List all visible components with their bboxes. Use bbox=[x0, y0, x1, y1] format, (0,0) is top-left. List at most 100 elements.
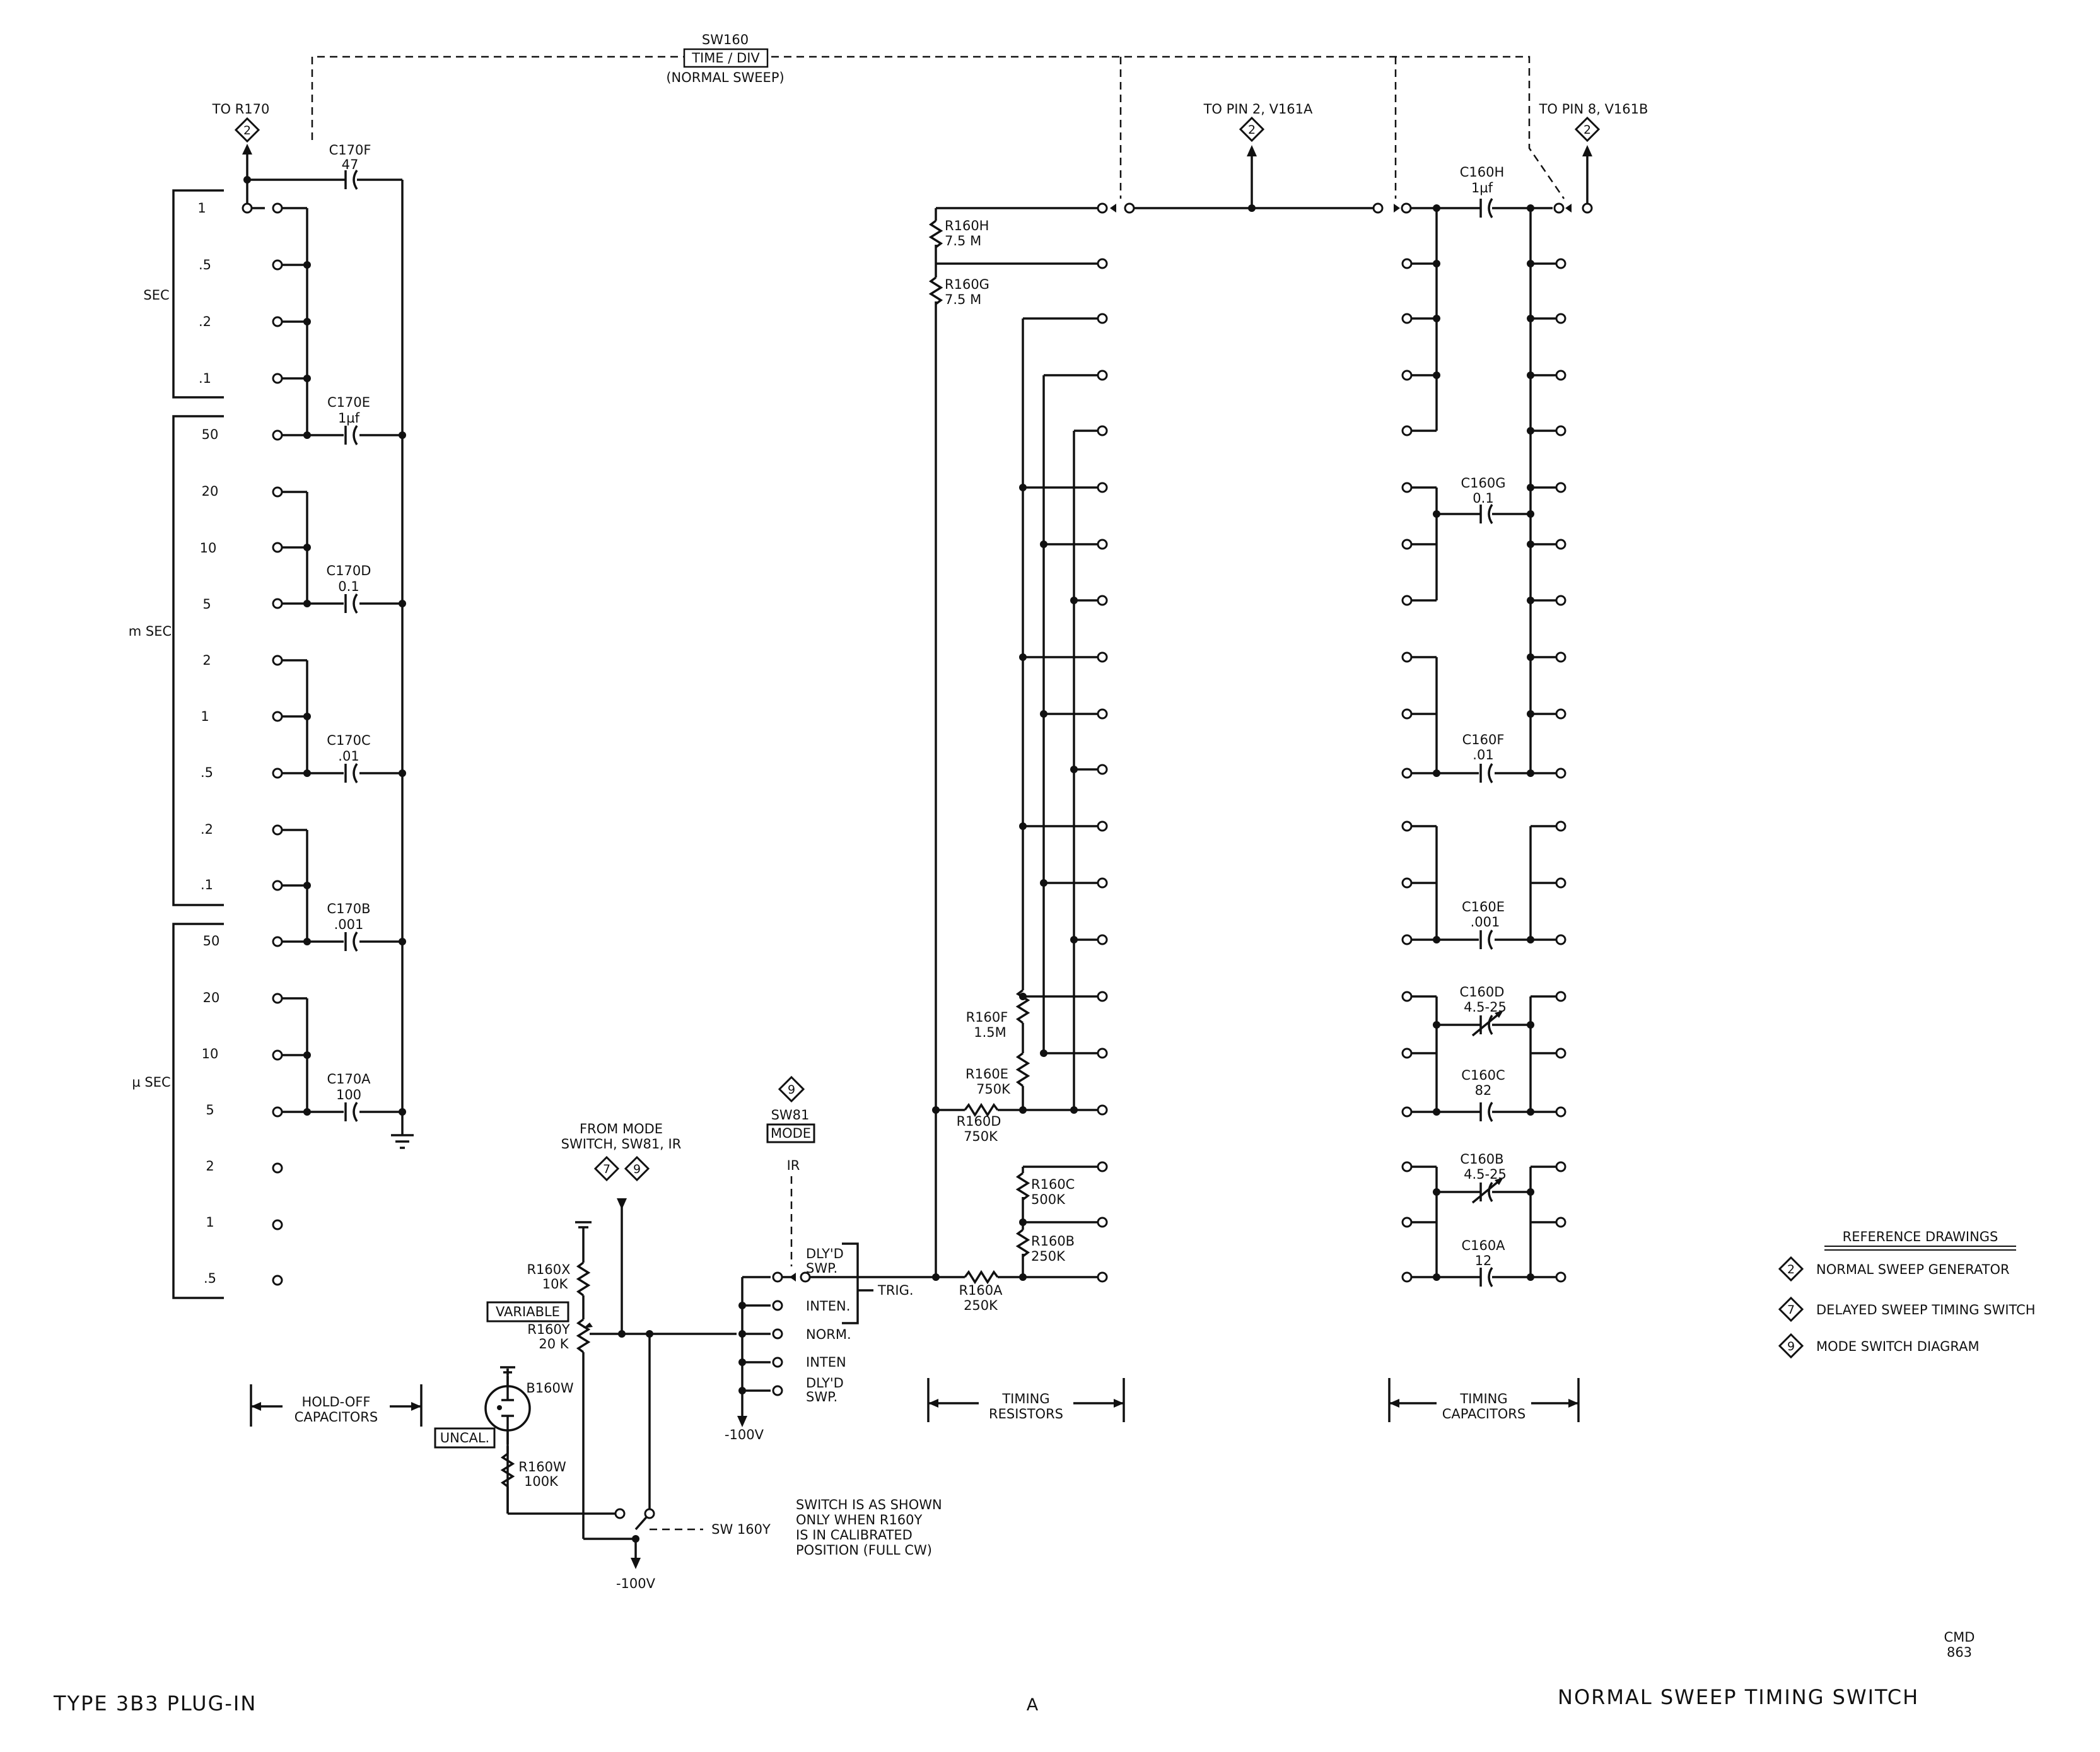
dial-position: 1 bbox=[201, 709, 209, 724]
resistors-section-label-2: RESISTORS bbox=[989, 1406, 1063, 1422]
connector-pin8-ref: 2 bbox=[1584, 123, 1591, 137]
dial-position: 2 bbox=[206, 1159, 214, 1174]
holdoff-section-bracket bbox=[250, 1384, 423, 1427]
footer-left: TYPE 3B3 PLUG-IN bbox=[53, 1691, 257, 1715]
dial-position: 10 bbox=[202, 1046, 219, 1061]
reference-text-1: NORMAL SWEEP GENERATOR bbox=[1816, 1262, 2010, 1277]
r160g-value: 7.5 M bbox=[945, 292, 981, 307]
mode-option-inten-2: INTEN bbox=[806, 1355, 846, 1370]
reference-diamond-3 bbox=[1778, 1333, 1804, 1359]
cap-c170d-value: 0.1 bbox=[338, 579, 359, 594]
r160x-name: R160X bbox=[527, 1262, 570, 1277]
dial-position: .5 bbox=[201, 765, 213, 780]
cap-c170a-value: 100 bbox=[336, 1087, 361, 1102]
connector-r170-label: TO R170 bbox=[212, 102, 270, 117]
c160d-name: C160D bbox=[1460, 984, 1505, 1000]
c160c-name: C160C bbox=[1461, 1068, 1505, 1083]
mode-neg100: -100V bbox=[725, 1427, 764, 1442]
connector-pin8-diamond bbox=[1574, 116, 1601, 143]
footer-right: NORMAL SWEEP TIMING SWITCH bbox=[1558, 1685, 1919, 1709]
drawing-code-1: CMD bbox=[1944, 1630, 1975, 1645]
uncal-label-box bbox=[434, 1427, 496, 1449]
holdoff-section-label-2: CAPACITORS bbox=[295, 1410, 378, 1425]
c160f-value: .01 bbox=[1473, 747, 1493, 762]
dial-position: 20 bbox=[202, 484, 219, 499]
c160h-value: 1µf bbox=[1471, 180, 1493, 196]
from-mode-ref-1: 7 bbox=[603, 1162, 610, 1176]
cap-c170b-value: .001 bbox=[334, 917, 364, 932]
top-bus-terminals bbox=[1248, 202, 1593, 214]
r160y-name: R160Y bbox=[527, 1322, 570, 1337]
c160g-value: 0.1 bbox=[1473, 491, 1493, 506]
capacitors-section-label-1: TIMING bbox=[1459, 1391, 1507, 1406]
reference-text-2: DELAYED SWEEP TIMING SWITCH bbox=[1816, 1302, 2036, 1317]
dial-position: 20 bbox=[203, 990, 220, 1005]
c160f-name: C160F bbox=[1462, 732, 1505, 747]
switch-label: TIME / DIV bbox=[691, 50, 760, 66]
connector-pin2-label: TO PIN 2, V161A bbox=[1203, 102, 1313, 117]
arrow-from-mode bbox=[617, 1198, 627, 1210]
b160w-label: B160W bbox=[526, 1381, 573, 1396]
from-mode-label-1: FROM MODE bbox=[580, 1121, 663, 1136]
holdoff-terminals bbox=[242, 176, 406, 1286]
cap-c170f-value: 47 bbox=[342, 157, 359, 172]
c160e-value: .001 bbox=[1471, 914, 1500, 930]
cap-c170f-name: C170F bbox=[329, 143, 371, 158]
reference-text-3: MODE SWITCH DIAGRAM bbox=[1816, 1339, 1980, 1354]
r160y-value: 20 K bbox=[539, 1336, 569, 1352]
switch-note-1: SWITCH IS AS SHOWN bbox=[796, 1497, 942, 1512]
timing-capacitor-right-stubs bbox=[1531, 262, 1556, 1278]
switch-gang-line bbox=[311, 48, 1565, 199]
switch-name: SW160 bbox=[702, 32, 749, 47]
mode-option-dlyd-2: DLY'D bbox=[806, 1375, 844, 1391]
c160b-name: C160B bbox=[1460, 1152, 1503, 1167]
b160w-lamp bbox=[484, 1376, 531, 1444]
pot-wiper-arrow bbox=[583, 1323, 593, 1328]
c160c-value: 82 bbox=[1475, 1083, 1492, 1098]
dial-position: .2 bbox=[201, 822, 213, 837]
dial-position: 2 bbox=[202, 653, 211, 668]
from-mode-ref-2: 9 bbox=[633, 1162, 641, 1176]
from-mode-ref-diamond-2 bbox=[624, 1155, 650, 1182]
timing-cap-wiper-arrow-1 bbox=[1394, 204, 1400, 213]
resistors-section-label-1: TIMING bbox=[1001, 1391, 1049, 1406]
variable-label: VARIABLE bbox=[496, 1304, 560, 1319]
mode-option-swp-2: SWP. bbox=[806, 1389, 837, 1405]
mode-option-norm: NORM. bbox=[806, 1327, 851, 1342]
r160a-value: 250K bbox=[964, 1298, 998, 1313]
r160w-name: R160W bbox=[518, 1459, 566, 1475]
r160d-name: R160D bbox=[957, 1114, 1001, 1129]
dial-position: 50 bbox=[203, 933, 220, 949]
cap-c170c-value: .01 bbox=[338, 749, 359, 764]
connector-r170-diamond bbox=[234, 117, 260, 143]
r160b-name: R160B bbox=[1031, 1234, 1075, 1249]
mode-option-dlyd-1: DLY'D bbox=[806, 1246, 844, 1261]
cap-c170e-name: C170E bbox=[327, 395, 370, 410]
r160h-value: 7.5 M bbox=[945, 233, 981, 248]
mode-option-swp-1: SWP. bbox=[806, 1261, 837, 1276]
dial-position: 5 bbox=[202, 597, 211, 612]
reference-diamond-1 bbox=[1778, 1256, 1804, 1282]
cap-c170c-name: C170C bbox=[327, 733, 370, 748]
reference-title: REFERENCE DRAWINGS bbox=[1843, 1229, 1998, 1244]
timing-capacitor-symbols bbox=[1471, 504, 1503, 1287]
holdoff-stubs bbox=[283, 264, 307, 1113]
c160b-value: 4.5-25 bbox=[1464, 1167, 1507, 1182]
capacitors-section-bracket bbox=[1388, 1378, 1580, 1422]
cap-c170a-name: C170A bbox=[327, 1072, 371, 1087]
dial-position-labels: 1 .5 .2 .1 50 20 10 5 2 1 .5 .2 .1 50 20… bbox=[197, 201, 219, 1286]
cap-c170e-value: 1µf bbox=[338, 411, 360, 426]
c160a-value: 12 bbox=[1475, 1253, 1492, 1268]
dial-position: .2 bbox=[199, 314, 211, 329]
dial-position: .5 bbox=[199, 257, 211, 272]
r160b-value: 250K bbox=[1031, 1249, 1066, 1264]
connector-pin8-label: TO PIN 8, V161B bbox=[1539, 102, 1648, 117]
cap-c170d-name: C170D bbox=[327, 563, 371, 578]
drawing-code-2: 863 bbox=[1947, 1645, 1972, 1660]
holdoff-section-label-1: HOLD-OFF bbox=[301, 1394, 370, 1410]
timing-capacitor-left-stubs bbox=[1411, 262, 1437, 1278]
top-bus bbox=[1134, 155, 1589, 218]
footer-center: A bbox=[1027, 1695, 1039, 1715]
timing-resistor-stubs bbox=[1023, 486, 1102, 941]
dial-position: .1 bbox=[199, 371, 211, 386]
